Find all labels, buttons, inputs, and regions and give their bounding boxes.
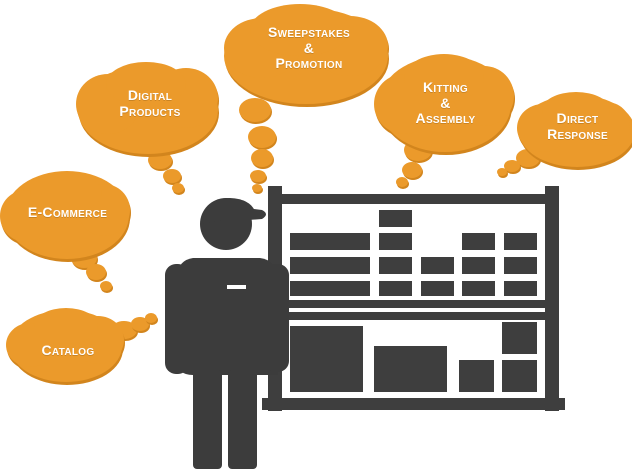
cloud-label-line: Sweepstakes (268, 24, 350, 40)
shirt-pocket (227, 285, 246, 289)
cloud-tail-bubble (131, 317, 149, 331)
cloud-tail-bubble (145, 313, 157, 323)
cloud-body (404, 54, 484, 102)
cloud-tail-bubble (100, 281, 112, 291)
cloud-tail-bubble (86, 264, 106, 280)
cloud-tail-bubble (250, 170, 266, 182)
cloud-tail-bubble (163, 169, 181, 183)
cloud-label-line: & (303, 39, 315, 56)
cloud-tail-bubble (251, 149, 273, 167)
cloud-label-direct-response: Direct Response (525, 110, 630, 142)
cloud-label-sweepstakes: Sweepstakes & Promotion (229, 24, 389, 72)
cloud-tail-bubble (497, 168, 507, 176)
cloud-body (106, 62, 186, 106)
thought-cloud-kitting (374, 54, 515, 189)
thought-cloud-direct (497, 92, 632, 178)
cloud-body (250, 4, 350, 56)
cloud-body (542, 92, 610, 128)
cloud-tail-bubble (402, 162, 422, 178)
cloud-tail-bubble (252, 184, 262, 192)
cloud-body (34, 308, 98, 344)
cloud-label-line: Products (119, 102, 181, 119)
worker-icon (165, 198, 289, 469)
cloud-tail-bubble (248, 126, 276, 148)
thought-cloud-digital (76, 62, 219, 195)
cloud-label-line: E-Commerce (27, 204, 108, 220)
cloud-tail-bubble (504, 160, 520, 172)
cloud-label-line: Response (547, 125, 608, 142)
clouds-layer (0, 4, 632, 385)
cloud-label-kitting-assembly: Kitting & Assembly (383, 79, 508, 127)
cloud-tail-bubble (239, 98, 271, 122)
warehouse-shelf-icon (262, 186, 565, 411)
cloud-label-line: Direct (556, 110, 599, 126)
thought-cloud-catalog (6, 308, 158, 385)
cloud-label-line: Promotion (275, 55, 343, 72)
cloud-tail-bubble (396, 177, 408, 187)
cloud-body (30, 173, 102, 213)
cloud-label-line: Assembly (415, 110, 476, 127)
cloud-label-line: Kitting (423, 79, 468, 95)
cloud-label-line: Catalog (41, 342, 95, 358)
cloud-label-line: & (440, 94, 451, 111)
cloud-label-digital-products: Digital Products (90, 87, 210, 119)
thought-cloud-sweepstakes (224, 4, 389, 194)
thought-cloud-ecommerce (0, 171, 131, 293)
cloud-label-catalog: Catalog (18, 342, 118, 359)
cloud-label-ecommerce: E-Commerce (10, 204, 125, 221)
cloud-label-line: Digital (127, 87, 173, 103)
cloud-tail-bubble (172, 183, 184, 193)
